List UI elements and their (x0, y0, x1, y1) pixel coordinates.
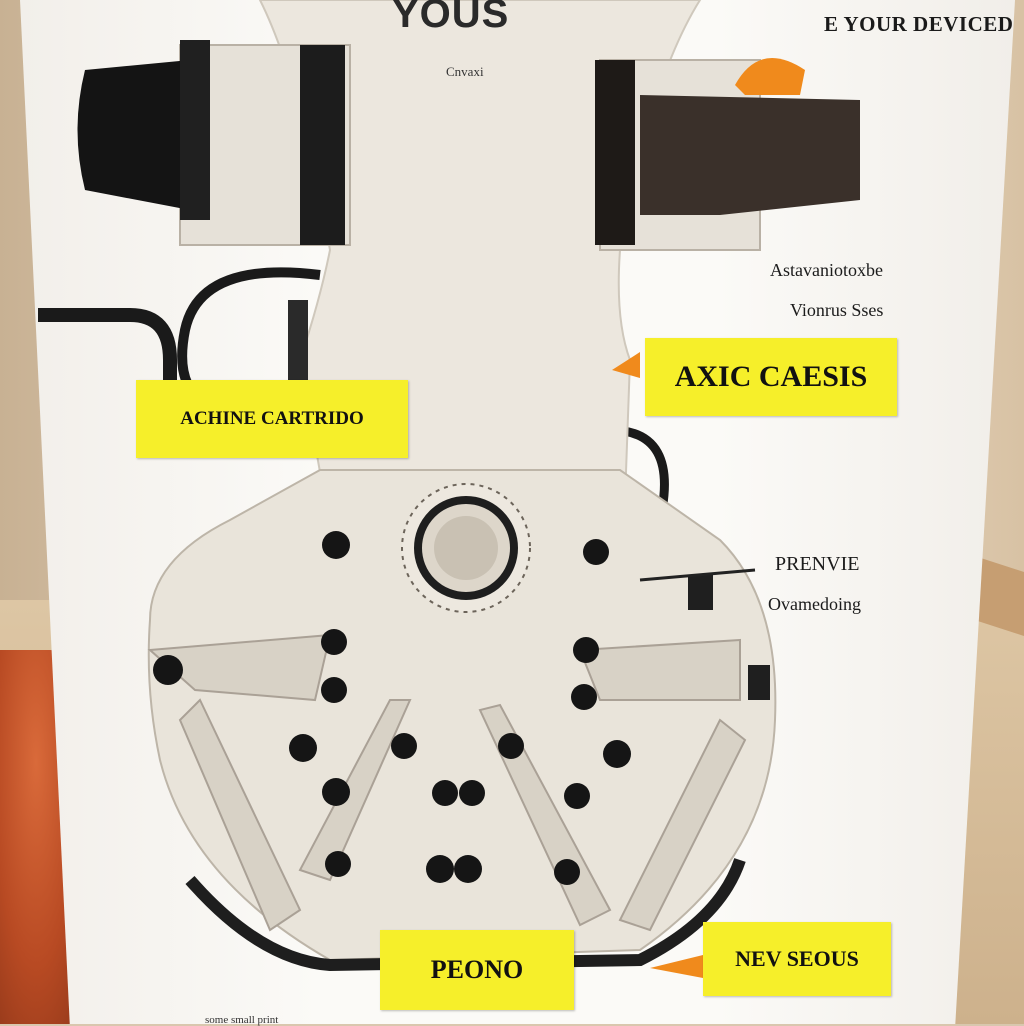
poster-subtitle: Cnvaxi (446, 64, 484, 79)
bottom-right-callout-label: NEV SEOUS (703, 922, 891, 996)
right-mid-text-1: PRENVIE (775, 553, 860, 575)
poster-top-right-caption: E YOUR DEVICED (824, 12, 1014, 36)
poster-footer: some small print (205, 1014, 279, 1026)
right-mid-text-2: Ovamedoing (768, 594, 861, 614)
left-callout-label: ACHINE CARTRIDO (136, 380, 408, 458)
poster-title: YOUS (392, 0, 510, 36)
right-upper-text-1: Astavaniotoxbe (770, 260, 883, 280)
right-upper-text-2: Vionrus Sses (790, 300, 884, 320)
right-callout-label: AXIC CAESIS (645, 338, 897, 416)
bottom-callout-label: PEONO (380, 930, 574, 1010)
